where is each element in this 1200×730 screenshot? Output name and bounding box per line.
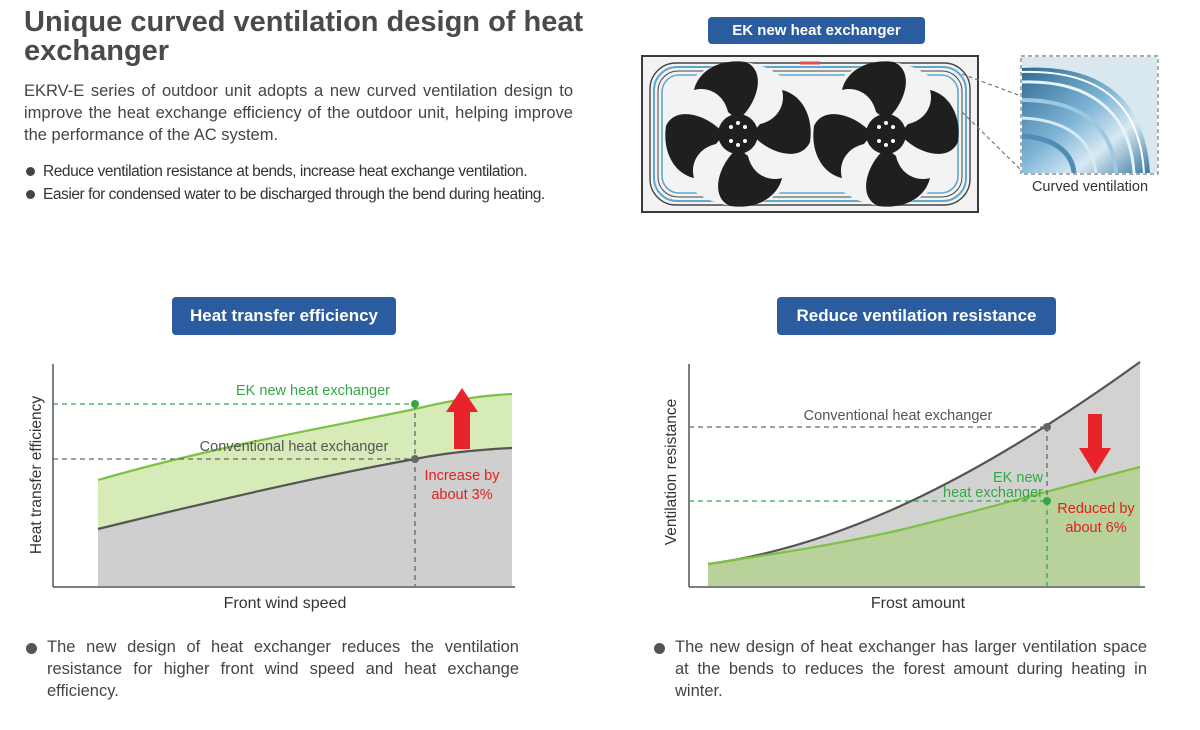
x-axis-label: Frost amount (871, 595, 966, 612)
ventilation-note: The new design of heat exchanger has lar… (652, 636, 1147, 702)
reduced-label-line2: about 6% (1065, 520, 1126, 536)
conventional-curve (97, 446, 513, 531)
feature-text: Easier for condensed water to be dischar… (43, 186, 545, 203)
fan-icon (665, 61, 811, 207)
bullet-dot-icon (26, 643, 37, 654)
note-text: The new design of heat exchanger has lar… (675, 638, 1147, 700)
ek-new-curve (707, 465, 1141, 566)
reduced-label-line1: Reduced by (1057, 501, 1135, 517)
feature-item: Easier for condensed water to be dischar… (24, 183, 604, 206)
conventional-label: Conventional heat exchanger (804, 408, 993, 424)
reduce-arrow-icon (1079, 414, 1111, 474)
x-axis-label: Front wind speed (224, 595, 347, 612)
fan-icon (813, 61, 959, 207)
ek-new-point (1043, 497, 1051, 505)
y-axis-label: Ventilation resistance (663, 399, 680, 545)
heat-transfer-note: The new design of heat exchanger reduces… (24, 636, 519, 702)
conventional-point (411, 455, 419, 463)
conventional-point (1043, 423, 1051, 431)
increase-label-line1: Increase by (425, 468, 501, 484)
bullet-dot-icon (26, 167, 35, 176)
bullet-dot-icon (26, 190, 35, 199)
exchanger-badge: EK new heat exchanger (708, 17, 925, 44)
ek-new-point (411, 400, 419, 408)
y-axis-label: Heat transfer efficiency (28, 396, 45, 554)
curved-ventilation-label: Curved ventilation (1031, 179, 1149, 195)
ek-new-curve (97, 392, 513, 482)
feature-list: Reduce ventilation resistance at bends, … (24, 160, 604, 206)
curved-ventilation-photo (1022, 57, 1157, 173)
ventilation-resistance-chart: Conventional heat exchanger EK new heat … (663, 361, 1145, 612)
exchanger-illustration (641, 55, 1159, 213)
note-text: The new design of heat exchanger reduces… (47, 638, 519, 700)
increase-label-line2: about 3% (431, 487, 492, 503)
ventilation-resistance-badge: Reduce ventilation resistance (777, 297, 1056, 335)
heat-transfer-badge: Heat transfer efficiency (172, 297, 396, 335)
efficiency-gain-area (98, 394, 512, 529)
conventional-area (98, 448, 512, 586)
intro-paragraph: EKRV-E series of outdoor unit adopts a n… (24, 82, 573, 144)
ek-new-label-line2: heat exchanger (943, 485, 1043, 501)
heat-transfer-chart: EK new heat exchanger Conventional heat … (28, 364, 515, 612)
ek-new-label: EK new heat exchanger (236, 383, 390, 399)
conventional-curve (707, 361, 1141, 566)
page-title: Unique curved ventilation design of heat… (24, 6, 584, 67)
feature-item: Reduce ventilation resistance at bends, … (24, 160, 604, 183)
feature-text: Reduce ventilation resistance at bends, … (43, 163, 528, 180)
bullet-dot-icon (654, 643, 665, 654)
increase-arrow-icon (446, 388, 478, 449)
conventional-label: Conventional heat exchanger (200, 439, 389, 455)
ek-new-label-line1: EK new (993, 470, 1043, 486)
